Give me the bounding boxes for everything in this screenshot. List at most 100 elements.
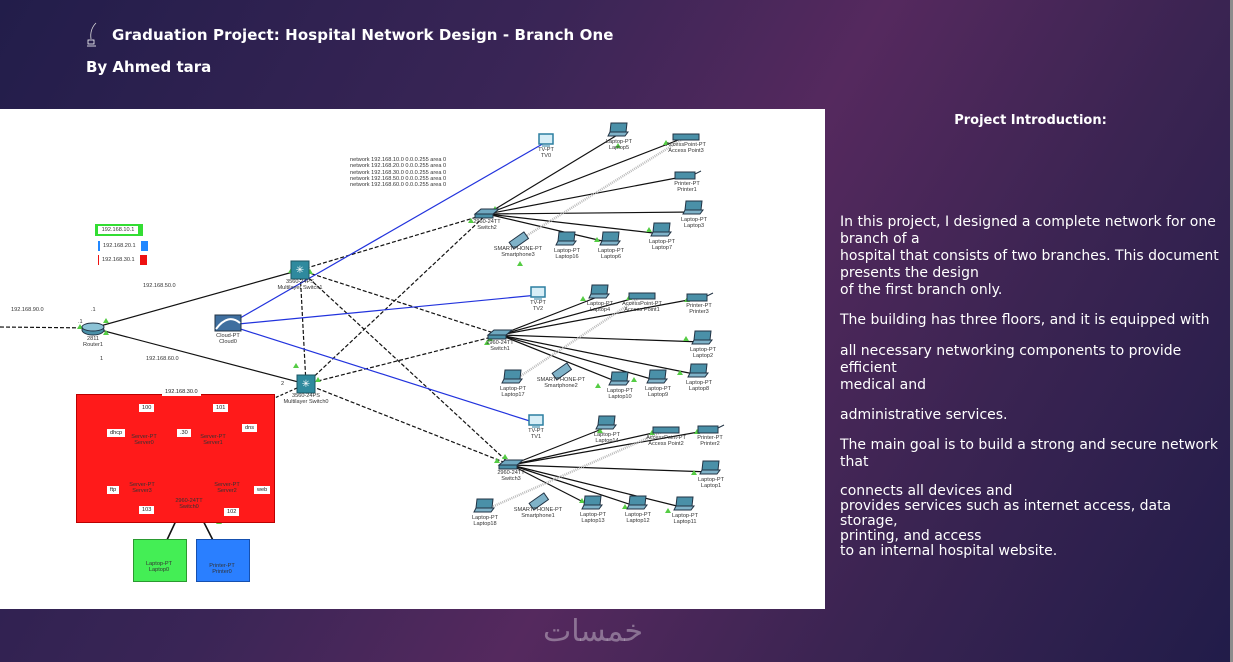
ospf-line: network 192.168.30.0 0.0.0.255 area 0 <box>350 169 447 176</box>
access-point-icon <box>628 292 656 300</box>
laptop-icon <box>601 231 620 242</box>
ospf-config-list: network 192.168.10.0 0.0.0.255 area 0 ne… <box>350 157 446 188</box>
window-edge <box>1230 0 1233 662</box>
laptop-icon <box>691 339 713 345</box>
printer-icon <box>706 292 714 297</box>
port-up-indicator <box>484 340 490 345</box>
slide-title: Graduation Project: Hospital Network Des… <box>112 26 614 44</box>
laptop-icon <box>583 495 602 506</box>
net-label-wan: 192.168.90.0 <box>11 307 44 313</box>
smartphone-icon <box>508 231 530 250</box>
laptop-icon <box>687 372 709 378</box>
interface-label: 1 <box>100 356 104 362</box>
laptop-icon <box>581 504 603 510</box>
port-up-indicator <box>494 458 500 463</box>
net-label-50: 192.168.50.0 <box>143 283 176 289</box>
access-link <box>510 429 711 466</box>
wireless-link <box>484 428 667 512</box>
laptop-icon <box>473 507 495 513</box>
laptop-icon <box>684 200 703 211</box>
ip-tag: 102 <box>224 508 240 516</box>
port-up-indicator <box>103 330 109 335</box>
switch-icon <box>474 213 494 219</box>
laptop-icon <box>652 222 671 233</box>
tv-icon <box>528 414 544 426</box>
access-link <box>499 295 643 336</box>
author-line: By Ahmed tara <box>86 58 212 76</box>
access-link <box>499 334 621 384</box>
intro-paragraph: administrative services. <box>840 407 1008 423</box>
laptop-icon <box>609 122 628 133</box>
laptop-icon <box>607 131 629 137</box>
laptop-icon <box>503 369 522 380</box>
switch-icon <box>498 464 518 470</box>
port-up-indicator <box>615 143 621 148</box>
trunk-link <box>305 383 512 466</box>
switch-icon <box>473 208 501 215</box>
ip-tag: 103 <box>139 506 155 514</box>
port-up-indicator <box>502 454 508 459</box>
access-link <box>499 297 700 336</box>
access-link <box>486 213 663 235</box>
trunk-link <box>305 334 501 385</box>
service-tag-dns: dns <box>242 424 258 432</box>
port-up-indicator <box>595 383 601 388</box>
laptop-icon <box>501 378 523 384</box>
multilayer-switch-icon <box>290 260 310 280</box>
laptop-icon <box>475 498 494 509</box>
laptop-icon <box>557 231 576 242</box>
tv-icon <box>538 133 554 145</box>
port-up-indicator <box>579 498 585 503</box>
khamsat-watermark: خمسات <box>543 614 644 649</box>
intro-paragraph: The main goal is to build a strong and s… <box>840 437 1218 470</box>
ip-tag: 100 <box>139 404 155 412</box>
network-topology-diagram: ✳✳ network 192.168.10.0 0.0.0.255 area 0… <box>0 109 825 609</box>
laptop-icon <box>599 240 621 246</box>
ospf-line: network 192.168.20.0 0.0.0.255 area 0 <box>350 163 447 170</box>
laptop-icon <box>673 505 695 511</box>
port-up-indicator <box>691 470 697 475</box>
ip-tag: .30 <box>177 429 191 437</box>
laptop-icon <box>646 378 668 384</box>
ip-tag: 101 <box>213 404 229 412</box>
server-net-label: 192.168.30.0 <box>162 388 201 396</box>
port-up-indicator <box>580 296 586 301</box>
quill-pen-icon <box>87 22 97 47</box>
laptop-icon <box>590 284 609 295</box>
cloud-link <box>227 294 539 326</box>
laptop-icon <box>693 330 712 341</box>
trunk-link <box>299 269 512 466</box>
tv-icon <box>530 286 546 298</box>
laptop-icon <box>595 424 617 430</box>
laptop-icon <box>588 293 610 299</box>
multilayer-switch-icon <box>296 374 316 394</box>
legend-gateway-20: 192.168.20.1 <box>98 241 148 251</box>
port-up-indicator <box>597 428 603 433</box>
access-link <box>499 334 700 376</box>
legend-gateway-10: 192.168.10.1 <box>95 224 143 236</box>
port-up-indicator <box>315 377 321 382</box>
port-up-indicator <box>77 324 83 329</box>
service-tag-dhcp: dhcp <box>107 429 126 437</box>
legend-gateway-30: 192.168.30.1 <box>98 255 147 265</box>
interface-label: .1 <box>78 319 83 325</box>
port-up-indicator <box>663 140 669 145</box>
ospf-line: network 192.168.60.0 0.0.0.255 area 0 <box>350 182 447 189</box>
